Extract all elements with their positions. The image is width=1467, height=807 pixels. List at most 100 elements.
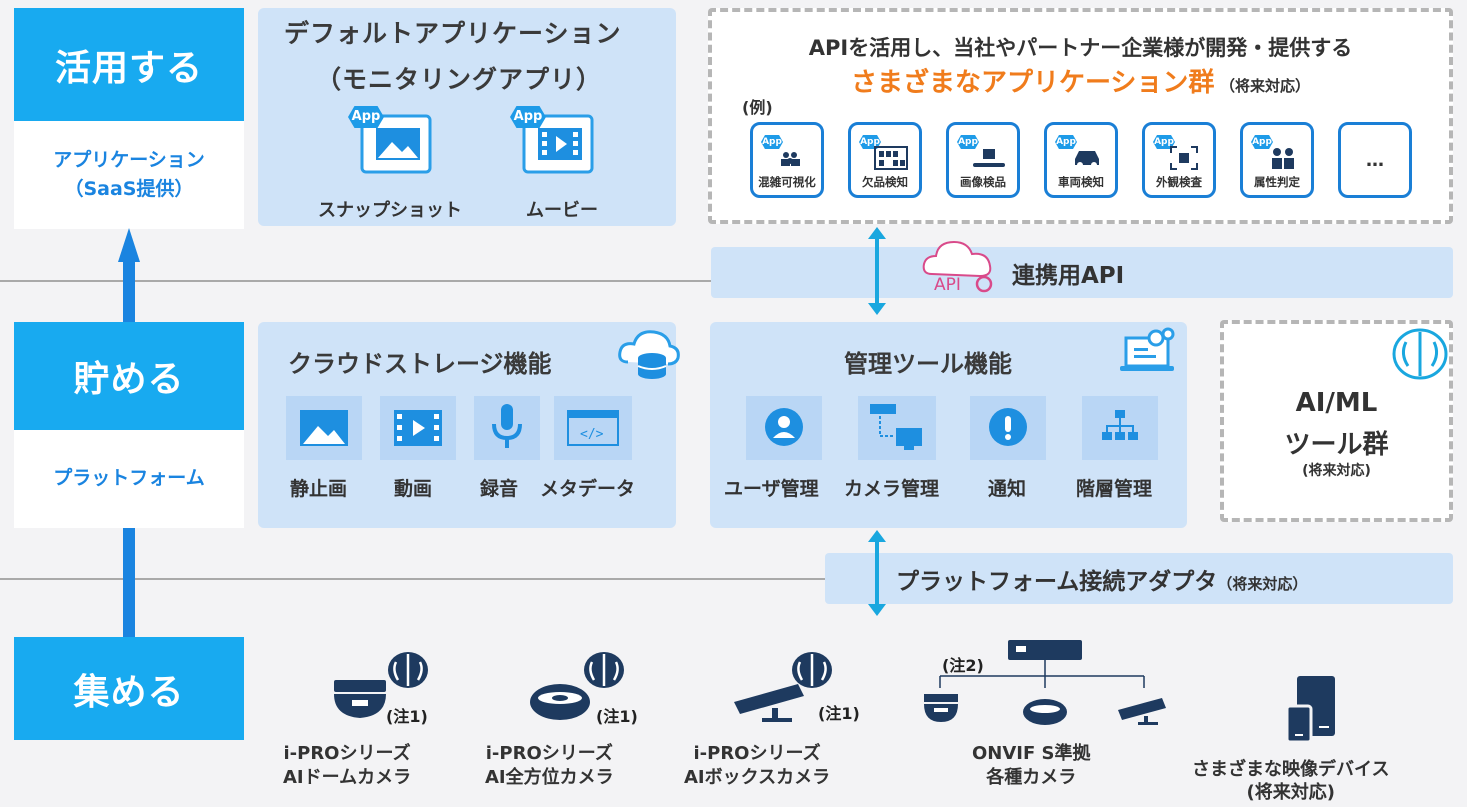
dome-label1: i-PROシリーズ — [283, 743, 411, 764]
svg-text:</>: </> — [580, 427, 604, 442]
partner-example: (例) — [742, 98, 773, 117]
store-title: 貯める — [73, 359, 185, 400]
api-label: 連携用API — [1012, 263, 1125, 289]
metadata-tile: </> — [554, 396, 632, 460]
cloud-storage-panel: クラウドストレージ機能 </> 静止画 動画 録音 メタデータ — [258, 322, 680, 528]
api-bar — [711, 247, 1453, 298]
app-badge: App — [348, 106, 384, 128]
app-tile-label: 外観検査 — [1156, 175, 1202, 189]
movie-app-icon[interactable]: App — [510, 106, 594, 192]
mgmt-tool-panel: 管理ツール機能 ユーザ管理 カメラ管理 通知 階層管理 — [710, 322, 1187, 528]
app-tile-congestion[interactable]: App 混雑可視化 — [750, 122, 824, 198]
snapshot-app-icon[interactable]: App — [348, 106, 432, 192]
app-tile-attribute[interactable]: App 属性判定 — [1240, 122, 1314, 198]
separator-line-bottom — [0, 578, 826, 580]
car-icon — [1075, 151, 1099, 168]
app-badge: App — [761, 135, 783, 149]
camera-monitor-icon — [870, 404, 922, 450]
ai-fisheye-camera-icon — [528, 650, 638, 730]
api-cloud-icon: API — [918, 236, 1000, 300]
default-app-title2: （モニタリングアプリ） — [316, 65, 603, 94]
mgmt-title: 管理ツール機能 — [844, 350, 1012, 378]
app-tile-label: 属性判定 — [1254, 175, 1300, 189]
app-tile-label: 車両検知 — [1058, 175, 1104, 189]
exclamation-icon — [989, 408, 1027, 446]
conveyor-icon — [973, 149, 1005, 167]
partner-line2-main: さまざまなアプリケーション群 — [850, 68, 1215, 98]
still-image-tile — [286, 396, 362, 460]
user-mgmt-tile — [746, 396, 822, 460]
app-badge: App — [859, 135, 881, 149]
use-sub2: （SaaS提供） — [64, 178, 194, 200]
app-tile-label: 欠品検知 — [862, 175, 908, 189]
video-label: 動画 — [394, 478, 433, 500]
ai-dome-camera-icon — [330, 650, 440, 730]
code-window-icon: </> — [567, 410, 619, 446]
cloud-database-icon — [618, 328, 680, 384]
app-badge: App — [957, 135, 979, 149]
camera-mgmt-label: カメラ管理 — [844, 478, 940, 500]
fisheye-label1: i-PROシリーズ — [485, 743, 613, 764]
other-devices-label: さまざまな映像デバイス (将来対応) — [1192, 758, 1389, 805]
user-icon — [765, 408, 803, 446]
image-icon — [300, 410, 348, 446]
app-tile-vehicle[interactable]: App 車両検知 — [1044, 122, 1118, 198]
store-sub: プラットフォーム — [53, 467, 205, 490]
adapter-label-wrap: プラットフォーム接続アダプタ（将来対応） — [896, 562, 1307, 596]
adapter-updown-arrow — [867, 530, 887, 616]
use-title: 活用する — [54, 47, 203, 89]
use-sub1: アプリケーション — [53, 148, 205, 171]
video-tile — [380, 396, 456, 460]
adapter-label: プラットフォーム接続アダプタ — [896, 569, 1218, 595]
app-badge: App — [1055, 135, 1077, 149]
fisheye-camera-label: i-PROシリーズ AI全方位カメラ — [485, 742, 614, 791]
app-tile-more[interactable]: … — [1338, 122, 1412, 198]
app-tile-appearance[interactable]: App 外観検査 — [1142, 122, 1216, 198]
hierarchy-mgmt-tile — [1082, 396, 1158, 460]
aiml-line1: AI/ML — [1295, 388, 1378, 418]
ai-box-camera-icon — [732, 650, 842, 730]
onvif-label2: 各種カメラ — [986, 767, 1077, 789]
hierarchy-icon — [1102, 410, 1138, 440]
default-app-title1: デフォルトアプリケーション — [284, 19, 622, 48]
still-image-label: 静止画 — [290, 478, 348, 500]
onvif-label1: ONVIF S準拠 — [972, 743, 1091, 764]
onvif-camera-label: ONVIF S準拠 各種カメラ — [972, 742, 1091, 791]
aiml-box: AI/ML ツール群 (将来対応) — [1220, 320, 1453, 522]
aiml-line2: ツール群 — [1284, 430, 1389, 460]
cloud-storage-title: クラウドストレージ機能 — [288, 350, 552, 378]
note1-fisheye: (注1) — [596, 707, 638, 726]
laptop-gear-icon — [1116, 326, 1182, 378]
film-icon — [394, 410, 442, 446]
app-tile-inspection[interactable]: App 画像検品 — [946, 122, 1020, 198]
adapter-note: （将来対応） — [1217, 575, 1308, 593]
people-icon — [1272, 148, 1294, 169]
metadata-label: メタデータ — [540, 478, 636, 500]
partner-line2: さまざまなアプリケーション群 （将来対応） — [712, 62, 1449, 99]
microphone-icon — [492, 404, 522, 448]
camera-mgmt-tile — [858, 396, 936, 460]
collect-title: 集める — [73, 671, 185, 713]
hierarchy-mgmt-label: 階層管理 — [1076, 478, 1153, 500]
dome-camera-label: i-PROシリーズ AIドームカメラ — [283, 742, 411, 791]
other-label1: さまざまな映像デバイス — [1192, 759, 1390, 780]
dome-label2: AIドームカメラ — [283, 767, 412, 789]
app-badge: App — [1153, 135, 1175, 149]
audio-label: 録音 — [480, 478, 519, 500]
movie-label: ムービー — [526, 200, 598, 221]
app-tile-stockout[interactable]: App 欠品検知 — [848, 122, 922, 198]
snapshot-label: スナップショット — [318, 200, 462, 221]
store-subtitle-box: プラットフォーム — [14, 430, 244, 528]
use-heading: 活用する — [14, 8, 244, 121]
box-camera-label: i-PROシリーズ AIボックスカメラ — [684, 742, 830, 791]
partner-line2-note: （将来対応） — [1220, 77, 1311, 95]
notify-tile — [970, 396, 1046, 460]
note2-onvif: (注2) — [942, 656, 984, 675]
brain-icon — [1390, 326, 1450, 382]
partner-apps-box: APIを活用し、当社やパートナー企業様が開発・提供する さまざまなアプリケーショ… — [708, 8, 1453, 224]
collect-heading: 集める — [14, 637, 244, 740]
more-label: … — [1366, 150, 1384, 171]
api-updown-arrow — [867, 227, 887, 315]
video-devices-icon — [1283, 668, 1343, 744]
default-app-panel: デフォルトアプリケーション （モニタリングアプリ） App App スナップショ… — [258, 8, 676, 226]
